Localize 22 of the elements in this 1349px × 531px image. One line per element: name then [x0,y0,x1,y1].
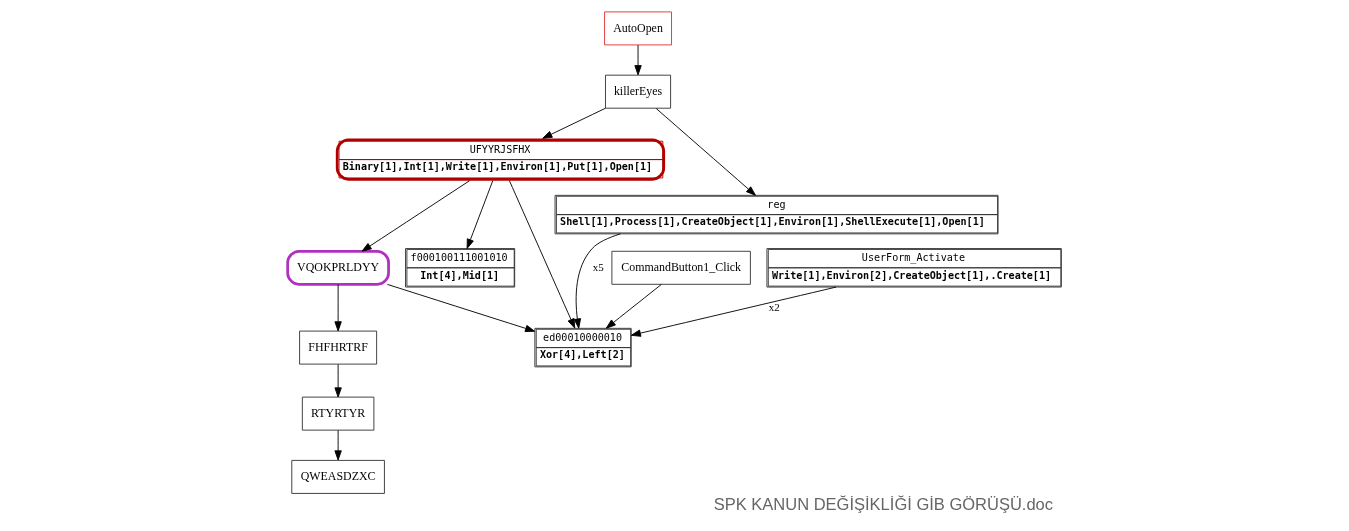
arrow [509,180,576,329]
edge-label: x5 [592,260,604,273]
node-box: FHFHRTRF [299,330,378,365]
node-box: RTYRTYR [301,396,375,431]
arrow [605,284,662,329]
arrow [386,283,536,332]
arrow [466,180,494,249]
node-box: VQOKPRLDYY [286,249,390,286]
node-box: AutoOpen [604,11,672,46]
arrow [334,284,342,332]
node-box: CommandButton1_Click [611,250,751,285]
arrow [630,286,837,337]
arrow [655,108,756,196]
arrow [334,429,342,461]
edge-label: x2 [768,300,780,313]
node-box: QWEASDZXC [291,459,385,494]
caption: SPK KANUN DEĞİŞİKLİĞİ GİB GÖRÜŞÜ.doc [713,495,1054,514]
node-box: killerEyes [605,74,672,109]
arrow [334,363,342,398]
arrow [361,180,470,252]
arrow [542,107,606,139]
arrow [634,44,642,76]
